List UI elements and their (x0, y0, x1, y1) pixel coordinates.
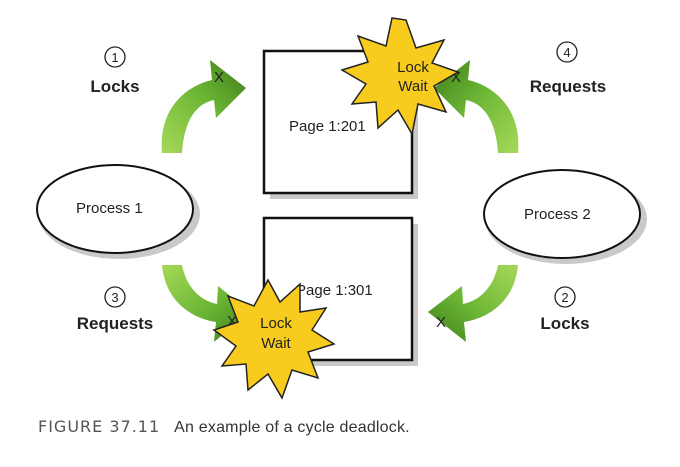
step-1-number: 1 (111, 50, 118, 65)
arrow-mark-step-1: X (214, 69, 224, 86)
arrow-step-3: X (162, 265, 250, 342)
step-4-label: Requests (530, 77, 607, 96)
step-3-badge: 3 (104, 286, 126, 308)
lock-wait-top-line1: Lock (397, 59, 429, 76)
figure-number: FIGURE 37.11 (38, 417, 161, 436)
lock-wait-burst-top: Lock Wait (340, 17, 460, 137)
arrow-step-4: X (434, 60, 519, 153)
process-2-label: Process 2 (524, 206, 591, 223)
step-2-number: 2 (561, 290, 568, 305)
arrow-step-1: X (161, 60, 246, 153)
page-label-bottom: Page 1:301 (296, 282, 373, 299)
page-label-top: Page 1:201 (289, 118, 366, 135)
process-2-node: Process 2 (483, 169, 647, 264)
step-2-badge: 2 (554, 286, 576, 308)
step-3-number: 3 (111, 290, 118, 305)
process-1-node: Process 1 (36, 164, 200, 259)
step-1-badge: 1 (104, 46, 126, 68)
lock-wait-bottom-line2: Wait (261, 335, 291, 352)
step-4-badge: 4 (556, 41, 578, 63)
arrow-mark-step-3: X (227, 313, 237, 330)
figure-caption-text: An example of a cycle deadlock. (174, 419, 410, 436)
arrow-mark-step-2: X (436, 314, 446, 331)
lock-wait-burst-bottom: Lock Wait (212, 278, 336, 400)
lock-wait-top-line2: Wait (398, 78, 428, 95)
arrow-mark-step-4: X (451, 69, 461, 86)
step-4-number: 4 (563, 45, 570, 60)
lock-wait-bottom-line1: Lock (260, 315, 292, 332)
step-1-label: Locks (90, 77, 139, 96)
step-3-label: Requests (77, 314, 154, 333)
step-2-label: Locks (540, 314, 589, 333)
figure-caption: FIGURE 37.11 An example of a cycle deadlo… (38, 417, 410, 437)
arrow-step-2: X (428, 265, 518, 342)
process-1-label: Process 1 (76, 200, 143, 217)
